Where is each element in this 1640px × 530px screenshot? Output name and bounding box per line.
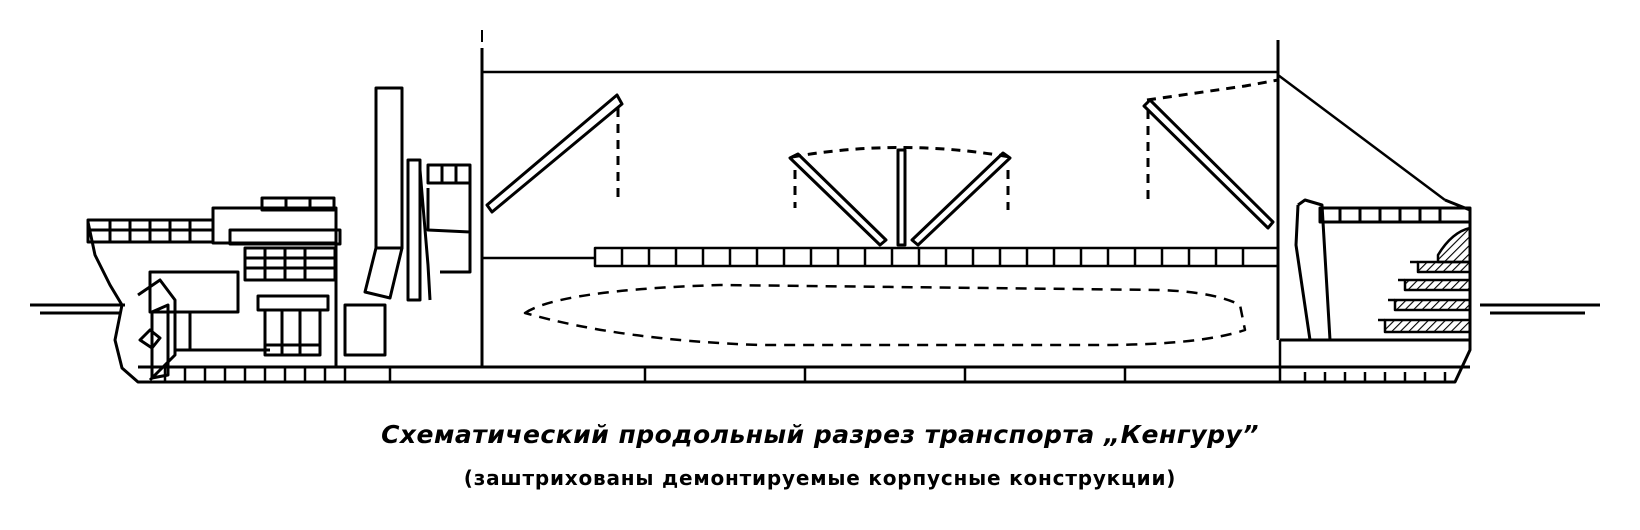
bottom-frames (163, 340, 1447, 382)
bow-structure (1294, 198, 1472, 341)
stern-deckhouse (86, 196, 342, 350)
masts-and-stays (480, 30, 1446, 367)
center-derrick-group (788, 146, 1012, 247)
funnel (363, 86, 472, 302)
stern-rudder-and-propeller (137, 278, 270, 382)
diagram-subtitle: (заштрихованы демонтируемые корпусные ко… (463, 466, 1177, 490)
engine-room (256, 208, 387, 367)
removable-bow-structures-hatched (1378, 226, 1472, 334)
upper-deck-hatches (482, 246, 1280, 268)
ship-cross-section-drawing (30, 30, 1600, 384)
submarine-in-hold-outline (523, 283, 1247, 347)
diagram-title: Схематический продольный разрез транспор… (381, 420, 1259, 449)
water-line (30, 303, 1600, 315)
cargo-derricks (485, 78, 1279, 230)
